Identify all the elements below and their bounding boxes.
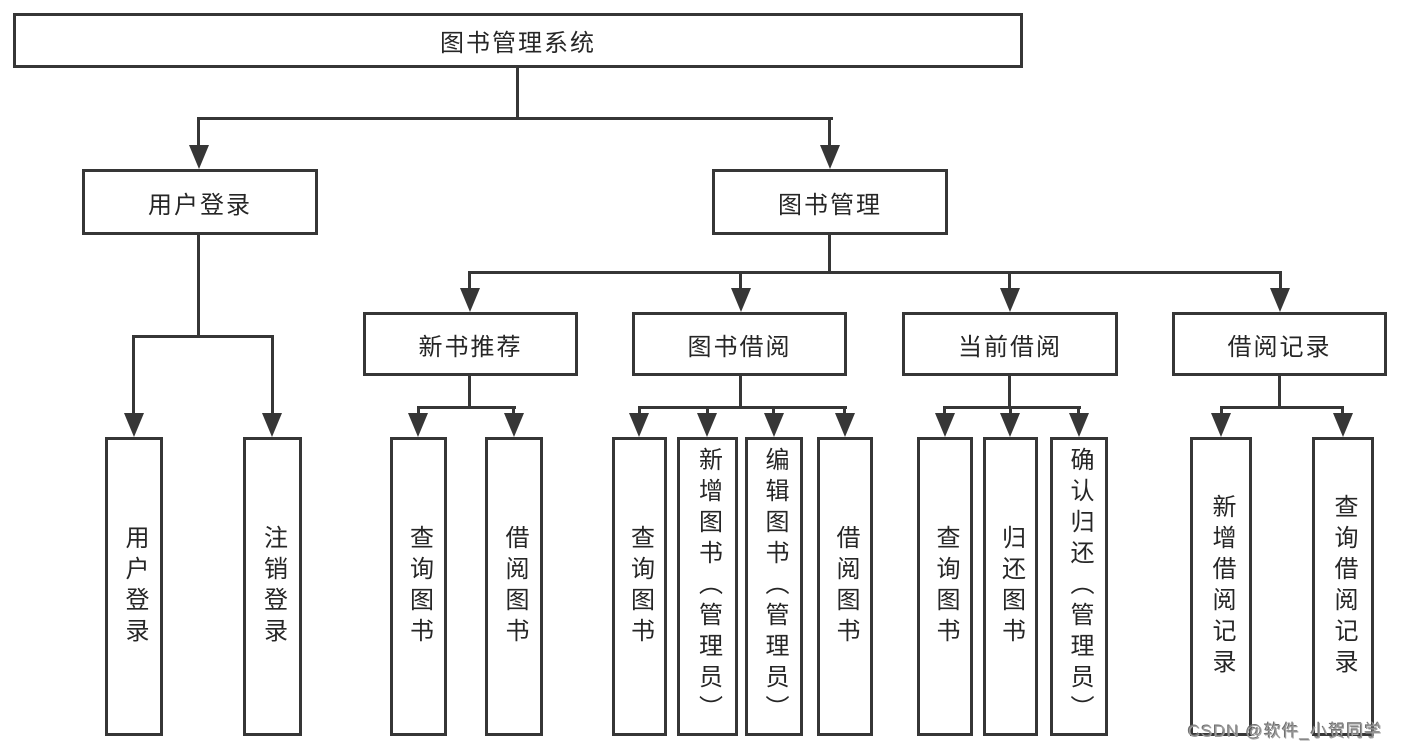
leaf-br-query-record: 查询借阅记录 <box>1312 437 1374 736</box>
node-label: 图书管理系统 <box>440 30 596 57</box>
arrow-down-icon <box>189 145 209 169</box>
arrow-down-icon <box>820 145 840 169</box>
leaf-br-add-record: 新增借阅记录 <box>1190 437 1252 736</box>
node-label: 图书管理 <box>778 191 882 219</box>
connector-drop-new-book-rec <box>468 271 471 289</box>
arrow-down-icon <box>1000 413 1020 437</box>
connector-root-stem <box>516 66 519 120</box>
connector-current-borrow-hbar <box>943 406 1081 409</box>
node-label: 新书推荐 <box>418 333 523 361</box>
leaf-rec-borrow-books: 借阅图书 <box>485 437 543 736</box>
node-book-management: 图书管理 <box>712 169 948 235</box>
arrow-down-icon <box>1270 288 1290 312</box>
leaf-bb-edit-books-admin: 编辑图书（管理员） <box>745 437 803 736</box>
arrow-down-icon <box>629 413 649 437</box>
connector-drop <box>706 406 709 415</box>
connector-drop-leaf-logout <box>271 335 274 413</box>
connector-drop-leaf-user-login <box>132 335 135 413</box>
connector-level3-hbar <box>468 271 1282 274</box>
node-label: 注销登录 <box>259 524 287 649</box>
node-label: 借阅图书 <box>832 524 859 649</box>
leaf-logout: 注销登录 <box>243 437 302 736</box>
connector-drop-book-mgmt <box>828 117 831 148</box>
arrow-down-icon <box>764 413 784 437</box>
arrow-down-icon <box>935 413 955 437</box>
leaf-bb-add-books-admin: 新增图书（管理员） <box>677 437 738 736</box>
leaf-bb-borrow-books: 借阅图书 <box>817 437 873 736</box>
leaf-bb-query-books: 查询图书 <box>612 437 667 736</box>
connector-drop-current-borrow <box>1008 271 1011 289</box>
leaf-cb-confirm-return-admin: 确认归还（管理员） <box>1050 437 1108 736</box>
connector-drop <box>843 406 846 415</box>
node-label: 借阅图书 <box>501 524 528 649</box>
node-library-management-system: 图书管理系统 <box>13 13 1023 68</box>
connector-new-book-rec-hbar <box>417 406 516 409</box>
connector-drop <box>1009 406 1012 415</box>
node-label: 当前借阅 <box>958 333 1062 361</box>
connector-drop <box>512 406 515 415</box>
node-label: 编辑图书（管理员） <box>761 447 788 726</box>
arrow-down-icon <box>460 288 480 312</box>
connector-new-book-rec-stem <box>468 375 471 409</box>
arrow-down-icon <box>697 413 717 437</box>
arrow-down-icon <box>731 288 751 312</box>
arrow-down-icon <box>1333 413 1353 437</box>
arrow-down-icon <box>1069 413 1089 437</box>
node-label: 用户登录 <box>148 191 252 219</box>
node-label: 查询借阅记录 <box>1330 493 1357 680</box>
leaf-cb-return-books: 归还图书 <box>983 437 1038 736</box>
connector-book-mgmt-stem <box>828 234 831 274</box>
node-label: 新增图书（管理员） <box>694 447 722 726</box>
arrow-down-icon <box>408 413 428 437</box>
node-label: 借阅记录 <box>1227 333 1332 361</box>
node-book-borrowing: 图书借阅 <box>632 312 847 376</box>
node-label: 查询图书 <box>626 524 654 649</box>
leaf-user-login: 用户登录 <box>105 437 163 736</box>
connector-drop <box>1220 406 1223 415</box>
arrow-down-icon <box>262 413 282 437</box>
arrow-down-icon <box>1000 288 1020 312</box>
connector-drop <box>943 406 946 415</box>
node-label: 查询图书 <box>405 524 433 649</box>
node-label: 确认归还（管理员） <box>1066 447 1093 726</box>
connector-drop <box>1341 406 1344 415</box>
connector-level2-hbar <box>197 117 833 120</box>
connector-drop <box>638 406 641 415</box>
leaf-cb-query-books: 查询图书 <box>917 437 973 736</box>
arrow-down-icon <box>835 413 855 437</box>
arrow-down-icon <box>504 413 524 437</box>
connector-user-login-hbar <box>132 335 274 338</box>
connector-borrow-record-hbar <box>1220 406 1344 409</box>
node-user-login: 用户登录 <box>82 169 318 235</box>
node-label: 新增借阅记录 <box>1208 493 1235 680</box>
arrow-down-icon <box>1211 413 1231 437</box>
connector-drop <box>1077 406 1080 415</box>
connector-drop <box>772 406 775 415</box>
node-label: 用户登录 <box>121 524 148 649</box>
watermark: CSDN @软件_小贺同学 <box>1188 722 1383 741</box>
connector-drop-user-login <box>197 117 200 148</box>
node-label: 归还图书 <box>997 524 1025 649</box>
leaf-rec-query-books: 查询图书 <box>390 437 447 736</box>
connector-current-borrow-stem <box>1008 375 1011 409</box>
connector-user-login-stem <box>197 234 200 338</box>
connector-drop <box>417 406 420 415</box>
connector-book-borrow-stem <box>739 375 742 409</box>
connector-borrow-record-stem <box>1278 375 1281 409</box>
connector-drop-book-borrow <box>739 271 742 289</box>
node-borrowing-records: 借阅记录 <box>1172 312 1387 376</box>
arrow-down-icon <box>124 413 144 437</box>
connector-drop-borrow-record <box>1279 271 1282 289</box>
node-current-borrowing: 当前借阅 <box>902 312 1118 376</box>
node-label: 查询图书 <box>932 524 959 649</box>
node-new-book-recommendation: 新书推荐 <box>363 312 578 376</box>
connector-book-borrow-hbar <box>638 406 847 409</box>
node-label: 图书借阅 <box>687 333 792 361</box>
